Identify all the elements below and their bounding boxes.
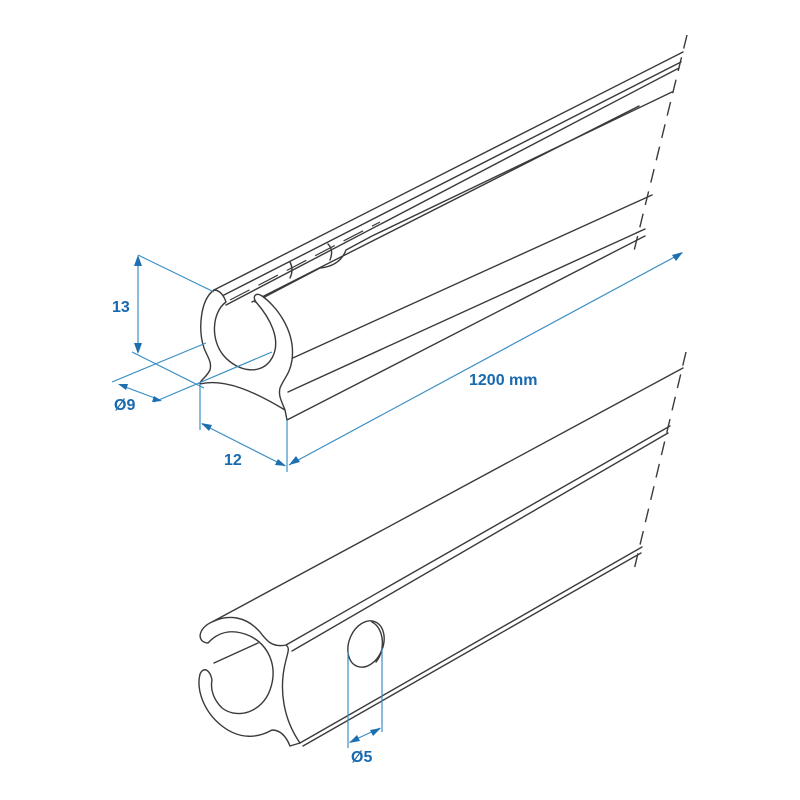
hole-diameter-dimension-label: Ø5 — [351, 749, 373, 766]
lower-dimensions — [347, 648, 383, 748]
lower-rail-profile — [198, 351, 687, 747]
width-dimension-label: 12 — [224, 452, 242, 469]
upper-dimensions — [111, 252, 683, 472]
length-dimension-label: 1200 mm — [469, 372, 538, 389]
inner-diameter-dimension-label: Ø9 — [114, 397, 136, 414]
height-dimension-label: 13 — [112, 299, 130, 316]
upper-rail-profile — [199, 34, 688, 421]
